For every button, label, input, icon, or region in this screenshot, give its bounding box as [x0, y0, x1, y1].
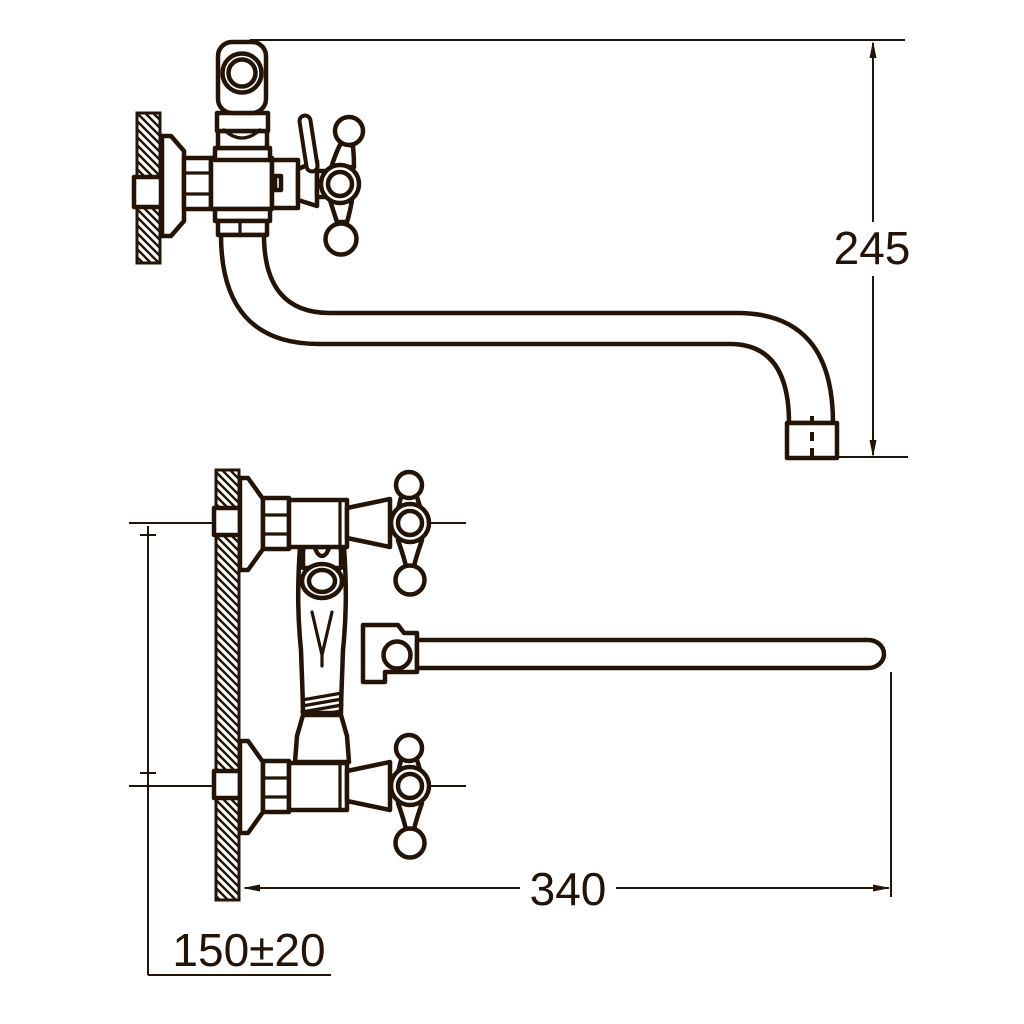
handle-arm-up-bulb	[332, 114, 366, 148]
valve-top-front	[237, 469, 432, 597]
side-view: 245	[131, 39, 911, 464]
cartridge-bottom	[286, 760, 350, 813]
body-flare	[292, 712, 352, 765]
handle-bottom-down-bulb	[393, 826, 427, 860]
dimension-245: 245	[250, 39, 911, 458]
mixer-body-front	[292, 537, 352, 765]
body-wedge-detail	[310, 610, 334, 668]
arrow-left	[243, 884, 260, 892]
handle-bottom-up-bulb	[393, 732, 425, 764]
dim-label-150: 150±20	[172, 924, 325, 976]
swivel-spout-front	[360, 622, 887, 685]
front-view: 340 150±20	[129, 468, 892, 976]
dim-label-245: 245	[834, 222, 911, 274]
dimension-340: 340	[243, 672, 892, 915]
spout-neck	[212, 206, 273, 238]
diverter-stack	[212, 39, 273, 163]
dim-label-340: 340	[530, 863, 607, 915]
wall-pipe-notch	[131, 174, 164, 210]
flange-bottom	[237, 738, 266, 836]
supply-notch-top	[211, 505, 243, 538]
valve-body-side	[208, 155, 275, 212]
handle-top-down-bulb	[393, 563, 427, 597]
handle-top-up-bulb	[393, 469, 425, 501]
aerator	[784, 416, 840, 464]
arrow-up	[869, 41, 877, 58]
diverter-knob-hole	[226, 57, 258, 89]
swivel-screw	[381, 639, 413, 671]
ball-joint-arc	[222, 128, 262, 140]
handle-ring-inner	[325, 169, 355, 199]
valve-body-cap-side	[269, 157, 301, 211]
diverter-pull-ring-inner	[306, 567, 338, 595]
arrow-right	[873, 884, 890, 892]
spout-s-tube	[218, 232, 836, 426]
wall-section-side	[131, 111, 164, 265]
hexnut-top	[260, 495, 292, 552]
handle-arm-down-shaft	[327, 197, 355, 225]
hex-nut-side	[181, 155, 214, 212]
handle-arm-down-bulb	[323, 221, 359, 257]
handle-cone-top	[344, 496, 393, 550]
cartridge-top	[286, 497, 350, 550]
handle-cone-bottom	[344, 759, 393, 813]
valve-bottom-front	[237, 732, 432, 860]
wall-section-front	[211, 468, 243, 902]
supply-pipe-front	[414, 637, 887, 671]
hexnut-bottom	[260, 758, 292, 815]
arrow-down	[869, 440, 877, 457]
cross-handle-side	[295, 113, 366, 257]
mounting-flange-side	[159, 133, 187, 239]
flange-top	[237, 475, 266, 573]
supply-notch-bottom	[211, 768, 243, 801]
dimension-150: 150±20	[140, 526, 331, 976]
